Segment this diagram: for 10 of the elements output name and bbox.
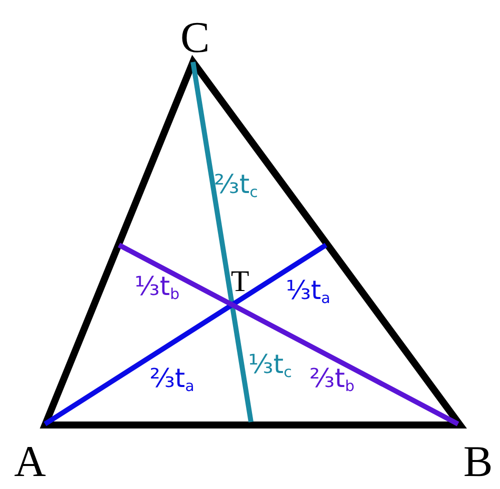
point-label: T bbox=[230, 267, 250, 297]
vertex-label: A bbox=[14, 440, 46, 484]
segment-label: ⅓t$_{c}$ bbox=[248, 352, 292, 380]
segment-label: ⅔t$_{a}$ bbox=[150, 366, 194, 394]
segment-label: ⅓t$_{b}$ bbox=[134, 274, 180, 302]
vertex-label: C bbox=[180, 16, 210, 60]
vertex-label: B bbox=[463, 440, 493, 484]
segment-label: ⅓t$_{a}$ bbox=[286, 278, 330, 306]
segment-label: ⅔t$_{b}$ bbox=[310, 366, 354, 394]
segment-label: ⅔t$_{c}$ bbox=[214, 172, 258, 200]
